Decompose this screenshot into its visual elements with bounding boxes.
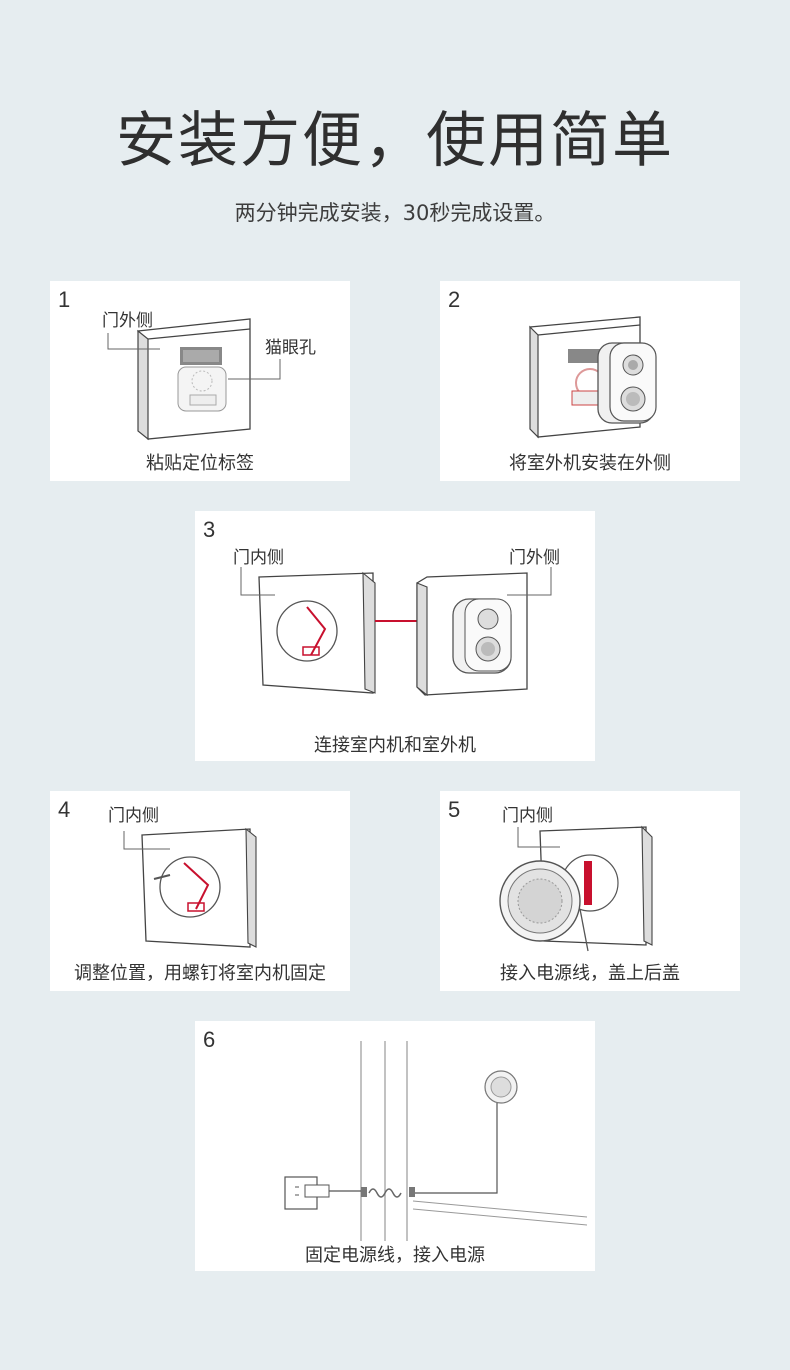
label-inner-side: 门内侧 — [108, 806, 159, 826]
label-inner-side: 门内侧 — [233, 548, 284, 568]
label-outer-side: 门外侧 — [509, 548, 560, 568]
step-card-3: 3 门内侧 门外侧 连接室内机和室外机 — [195, 511, 595, 761]
doorbell-unit-icon — [452, 598, 512, 674]
step-caption: 连接室内机和室外机 — [314, 735, 476, 756]
page-title: 安装方便，使用简单 — [116, 106, 674, 176]
step-caption: 接入电源线，盖上后盖 — [500, 963, 680, 984]
indoor-unit-icon — [276, 600, 338, 662]
step-card-1: 1 门外侧 猫眼孔 粘贴定位标签 — [50, 281, 350, 481]
cable-icon — [368, 1188, 402, 1198]
power-plug-icon — [284, 1176, 330, 1210]
door-connection-diagram: 门内侧 门外侧 — [233, 548, 560, 697]
indoor-unit-icon — [484, 1070, 518, 1104]
door-panel-icon: 门外侧 猫眼孔 — [102, 311, 316, 441]
label-peephole: 猫眼孔 — [265, 338, 316, 358]
speaker-icon — [499, 860, 581, 942]
step-number: 4 — [58, 797, 71, 822]
step-card-6: 6 固定电源线，接入电源 — [195, 1021, 595, 1271]
step-number: 5 — [448, 797, 461, 822]
step-caption: 调整位置，用螺钉将室内机固定 — [74, 963, 326, 984]
step-number: 6 — [203, 1027, 216, 1052]
step-card-2: 2 将室外机安装在外侧 — [440, 281, 740, 481]
step-card-4: 4 门内侧 调整位置，用螺钉将室内机固定 — [50, 791, 350, 991]
door-panel-icon: 门内侧 — [108, 806, 257, 948]
step-caption: 将室外机安装在外侧 — [509, 453, 671, 474]
step-caption: 粘贴定位标签 — [146, 453, 254, 474]
step-caption: 固定电源线，接入电源 — [305, 1245, 485, 1266]
wiring-diagram — [284, 1041, 588, 1241]
door-panel-icon: 门内侧 — [499, 806, 653, 952]
page-subtitle: 两分钟完成安装，30秒完成设置。 — [234, 201, 556, 225]
doorbell-unit-icon — [529, 316, 657, 439]
label-outer-side: 门外侧 — [102, 311, 153, 331]
indoor-unit-icon — [153, 856, 221, 918]
step-number: 1 — [58, 287, 71, 312]
step-card-5: 5 门内侧 接入电源线，盖上后盖 — [440, 791, 740, 991]
label-inner-side: 门内侧 — [502, 806, 553, 826]
step-number: 3 — [203, 517, 216, 542]
step-number: 2 — [448, 287, 461, 312]
